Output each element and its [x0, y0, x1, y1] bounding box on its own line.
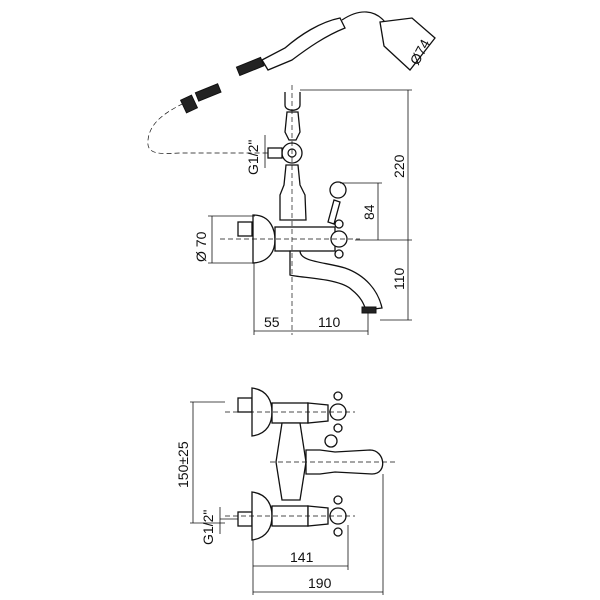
valve-cap-top [307, 402, 329, 424]
hose-spring [194, 83, 222, 102]
hose-line [147, 99, 290, 154]
top-view: 150±25 G1/2" 141 190 [175, 387, 395, 595]
center-distance-label: 150±25 [175, 441, 191, 488]
side-view: Ø74 G1/2" 220 110 84 [147, 11, 436, 335]
handle-arm [333, 527, 343, 537]
column-body [279, 164, 307, 221]
spout [289, 250, 383, 311]
thread-label-side: G1/2" [245, 140, 261, 175]
handset-holder [284, 92, 301, 111]
spout-reach-label: 110 [318, 314, 341, 330]
spout-drop-label: 110 [391, 267, 407, 290]
handle-depth-label: 141 [290, 549, 314, 565]
diverter-knob-top [324, 434, 338, 448]
handset-handle [261, 17, 346, 71]
handle-arm-bottom [334, 249, 344, 259]
handle-arm [333, 423, 343, 433]
height-220-label: 220 [391, 154, 407, 178]
diverter-knob [329, 181, 347, 199]
valve-body-top [271, 402, 309, 424]
wall-connector-top [237, 397, 253, 413]
wall-connector-bottom [237, 511, 253, 527]
cross-handle [330, 230, 348, 248]
diverter-stem [327, 199, 341, 225]
handle-arm-top [334, 219, 344, 229]
hose-spring-2 [235, 56, 265, 77]
aerator [361, 306, 377, 314]
handle-arm [333, 391, 343, 401]
holder-stem [284, 111, 301, 141]
flange-diameter-label: Ø 70 [193, 231, 209, 262]
wall-offset-label: 55 [264, 314, 280, 330]
outlet-thread [267, 147, 283, 159]
hose-nut [179, 94, 199, 114]
total-depth-label: 190 [308, 575, 332, 591]
shower-head [379, 17, 436, 71]
handset-neck [341, 11, 386, 23]
handle-arm [333, 495, 343, 505]
column-top-view [275, 422, 307, 501]
handle-height-label: 84 [361, 204, 377, 220]
wall-connector [237, 221, 253, 237]
thread-label-top: G1/2" [200, 510, 216, 545]
